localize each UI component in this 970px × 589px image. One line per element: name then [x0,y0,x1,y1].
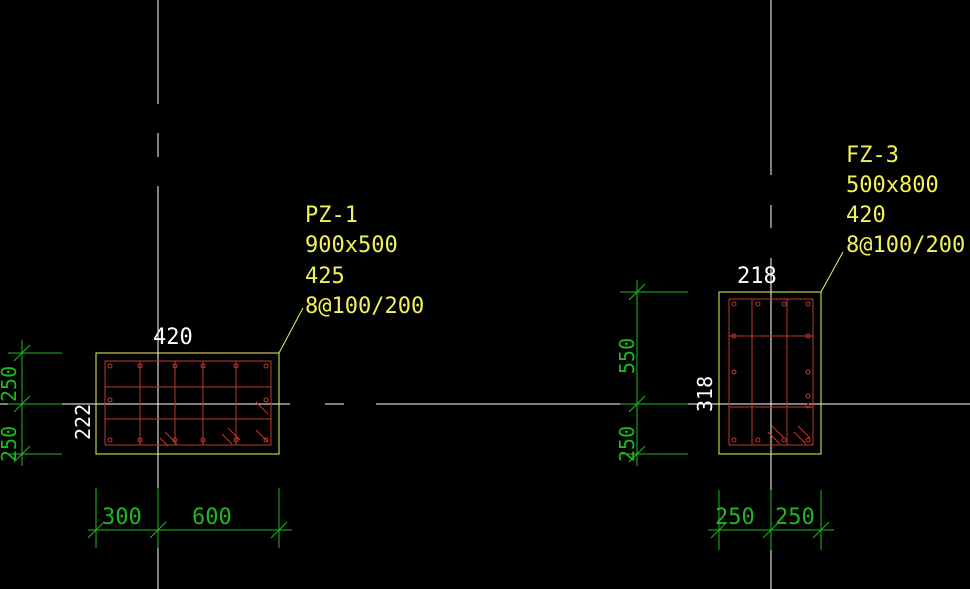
pz1-label-name: PZ-1 [305,203,358,228]
rebar-dot [200,437,206,443]
fz3-label-name: FZ-3 [846,143,899,168]
fz3-side-text: 318 [693,376,717,412]
pz1-side-text: 222 [71,404,95,440]
fz3-dim-side-bottom: 250 [615,426,639,462]
pz1-dim-bottom-left: 300 [102,505,142,530]
pz1-top-text: 420 [153,325,193,350]
rebar-dot [263,363,269,369]
rebar-dot [731,301,737,307]
rebar-dot [263,397,269,403]
rebar-dot [755,437,761,443]
fz3-label-size: 500x800 [846,173,939,198]
rebar-dot [731,333,737,339]
fz3-section: 218 318 [693,264,822,455]
rebar-dot [805,437,811,443]
rebar-dot [107,363,113,369]
rebar-dot [731,437,737,443]
rebar-dot [731,369,737,375]
rebar-dot [781,301,787,307]
fz3-dimensions [620,280,834,550]
pz1-label-stirrups: 8@100/200 [305,294,424,319]
rebar-dot [805,333,811,339]
pz1-section: 420 222 [71,325,280,455]
rebar-dot [137,437,143,443]
pz1-dim-bottom-right: 600 [192,505,232,530]
fz3-outline [718,291,822,455]
rebar-dot [805,369,811,375]
pz1-label-main-bars: 425 [305,264,345,289]
rebar-dot [263,437,269,443]
pz1-leader: PZ-1 900x500 425 8@100/200 [278,203,424,354]
fz3-stirrup [728,298,814,446]
fz3-label-main-bars: 420 [846,203,886,228]
fz3-dim-bottom-right: 250 [775,505,815,530]
rebar-dot [200,363,206,369]
pz1-rebar-cage [104,360,272,447]
rebar-dot [805,403,811,409]
rebar-dot [805,301,811,307]
rebar-dot [781,437,787,443]
pz1-outline [95,352,280,455]
pz1-dimensions [8,340,292,548]
rebar-dot [107,437,113,443]
fz3-label-stirrups: 8@100/200 [846,233,965,258]
rebar-dot [137,363,143,369]
fz3-top-text: 218 [737,264,777,289]
fz3-leader: FZ-3 500x800 420 8@100/200 [820,143,965,293]
rebar-dot [172,363,178,369]
pz1-dim-side-top: 250 [0,366,21,402]
pz1-dim-side-bottom: 250 [0,426,21,462]
fz3-rebar-cage [728,298,814,446]
rebar-dot [233,437,239,443]
fz3-dim-side-top: 550 [615,338,639,374]
rebar-dot [755,301,761,307]
rebar-dot [107,397,113,403]
fz3-dim-bottom-left: 250 [715,505,755,530]
rebar-dot [805,393,811,399]
rebar-dot [233,363,239,369]
pz1-stirrup [104,360,272,446]
pz1-label-size: 900x500 [305,233,398,258]
